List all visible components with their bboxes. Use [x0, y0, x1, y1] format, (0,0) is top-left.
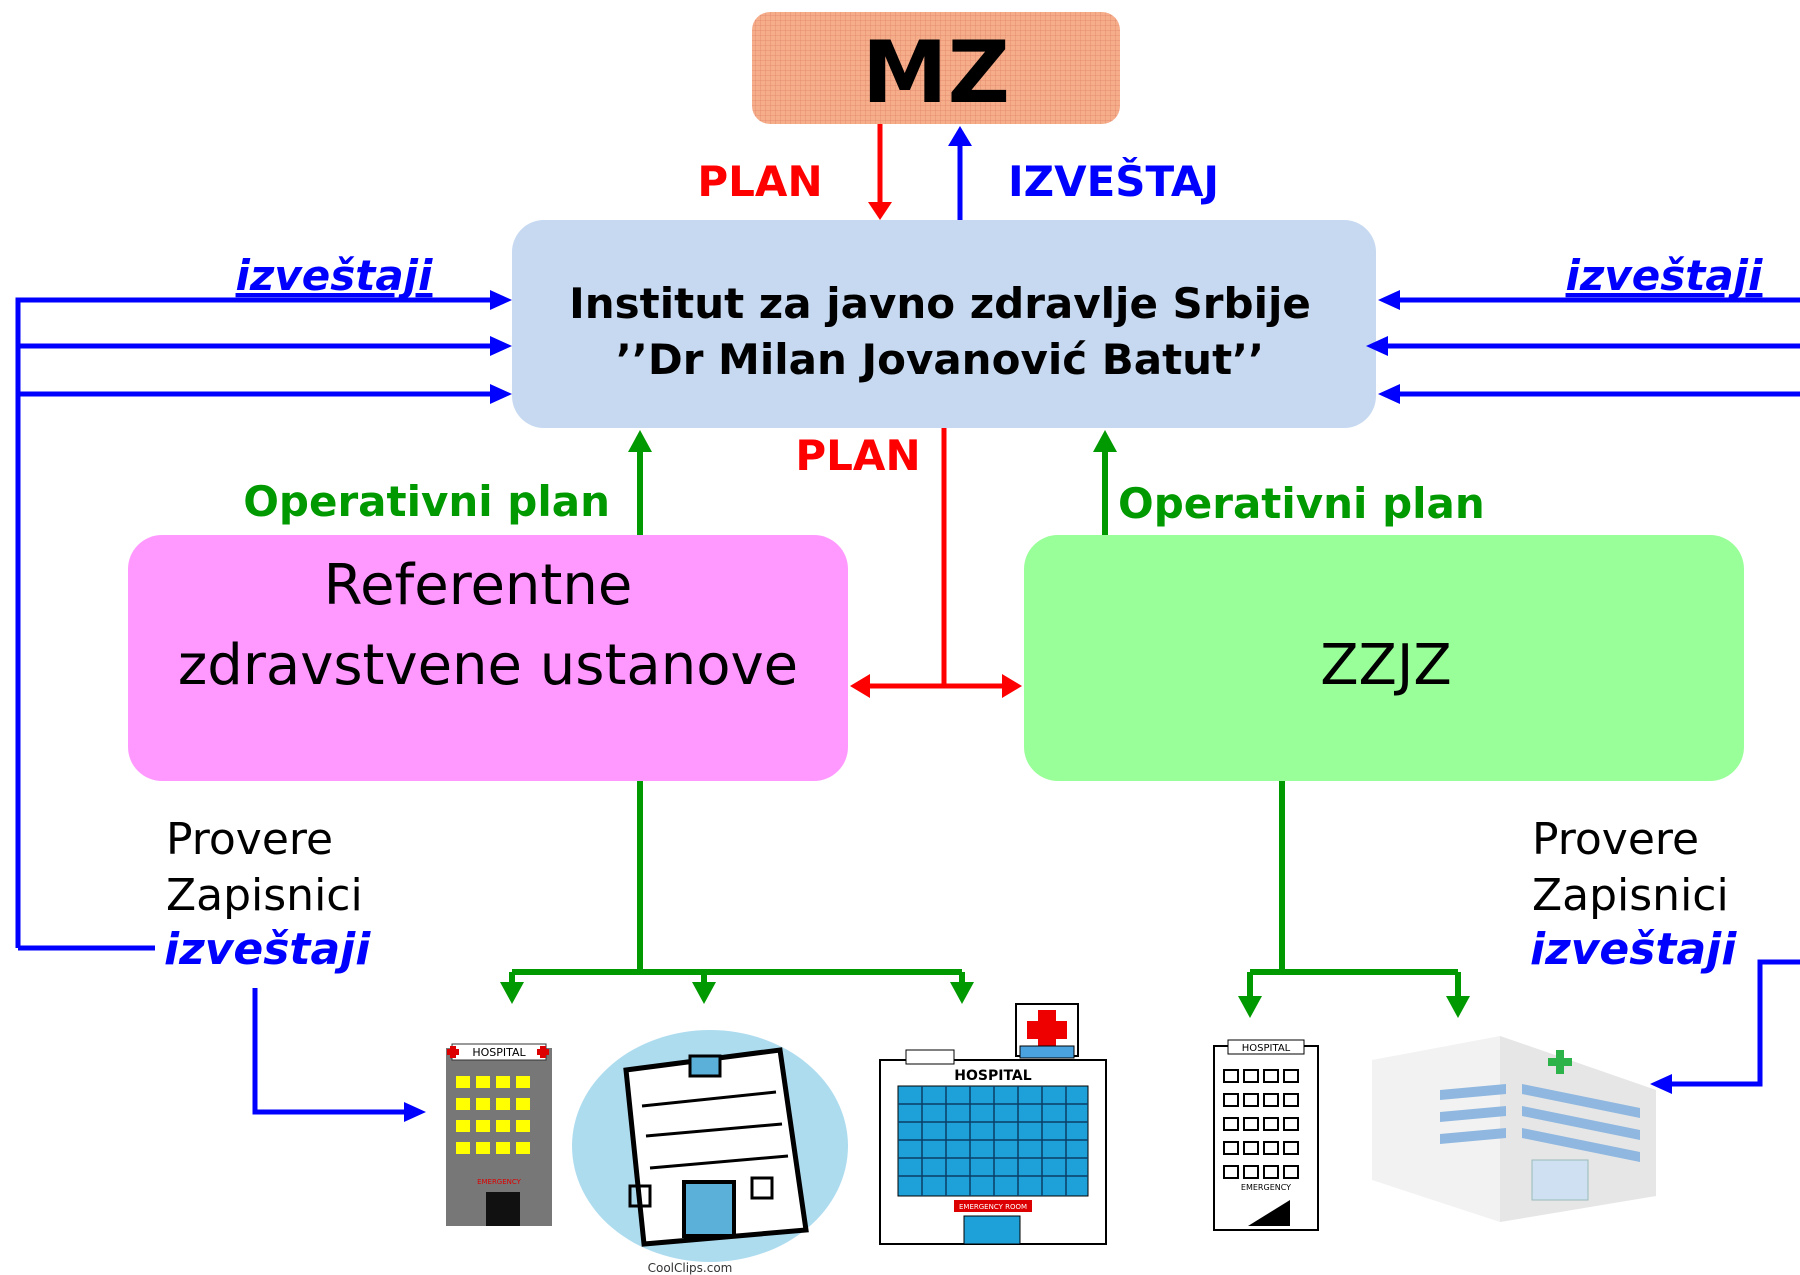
hospital-4-sign: HOSPITAL [1242, 1043, 1291, 1054]
hospital-4-sub: EMERGENCY [1241, 1183, 1291, 1192]
hospital-icon-1: HOSPITAL EMERGENCY [446, 1043, 552, 1226]
institut-name: Institut za javno zdravlje Srbije [569, 279, 1311, 328]
referentne-line1: Referentne [324, 553, 633, 618]
plan-mid-label: PLAN [795, 431, 920, 480]
institut-subname: ’’Dr Milan Jovanović Batut’’ [616, 335, 1264, 384]
hospital-3-sign: HOSPITAL [954, 1068, 1031, 1084]
institut-node: Institut za javno zdravlje Srbije ’’Dr M… [512, 220, 1376, 428]
right-report-lines [1384, 297, 1800, 1087]
operativni-right-label: Operativni plan [1118, 479, 1485, 528]
plan-top-label: PLAN [697, 157, 822, 206]
zzjz-distribution-heads [1238, 996, 1470, 1018]
hospital-icon-4: HOSPITAL EMERGENCY [1213, 1039, 1319, 1231]
left-note-zapisnici: Zapisnici [166, 870, 363, 921]
hospital-icon-5 [1372, 1036, 1656, 1222]
zzjz-node: ZZJZ [1024, 535, 1744, 781]
referentne-distribution-heads [500, 982, 974, 1004]
mz-node: MZ [752, 12, 1120, 124]
izvestaji-right-label: izveštaji [1566, 251, 1764, 300]
right-note-provere: Provere [1532, 814, 1699, 865]
izvestaj-top-label: IZVEŠTAJ [1008, 156, 1219, 206]
plan-arrow-mid [850, 428, 1022, 698]
hospital-icon-3: HOSPITAL EMERGENCY ROOM [879, 1003, 1107, 1245]
izvestaj-arrow-top [948, 126, 972, 220]
referentne-line2: zdravstvene ustanove [178, 633, 798, 698]
left-note-provere: Provere [166, 814, 333, 865]
left-report-arrowheads [404, 290, 512, 1122]
hospital-3-sub: EMERGENCY ROOM [959, 1203, 1027, 1211]
hospital-1-sign: HOSPITAL [472, 1046, 526, 1059]
referentne-node: Referentne zdravstvene ustanove [128, 535, 848, 781]
operativni-left-label: Operativni plan [243, 477, 610, 526]
left-note-izvestaji: izveštaji [164, 924, 371, 975]
left-report-lines [15, 297, 498, 1115]
right-side-note: Provere Zapisnici izveštaji [1530, 814, 1737, 975]
left-side-note: Provere Zapisnici izveštaji [164, 814, 371, 975]
hospital-credit: CoolClips.com [648, 1261, 733, 1275]
mz-label: MZ [862, 23, 1010, 123]
operativni-arrow-right [1093, 430, 1117, 535]
plan-arrow-top [868, 124, 892, 220]
right-note-zapisnici: Zapisnici [1532, 870, 1729, 921]
zzjz-distribution [1247, 781, 1461, 998]
right-note-izvestaji: izveštaji [1530, 924, 1737, 975]
hospital-1-sub: EMERGENCY [477, 1178, 522, 1186]
referentne-distribution [509, 781, 965, 986]
operativni-arrow-left [628, 430, 652, 535]
hospital-icon-2: CoolClips.com [572, 1030, 848, 1275]
izvestaji-left-label: izveštaji [236, 251, 434, 300]
right-report-arrowheads [1366, 290, 1672, 1094]
zzjz-label: ZZJZ [1320, 633, 1452, 698]
